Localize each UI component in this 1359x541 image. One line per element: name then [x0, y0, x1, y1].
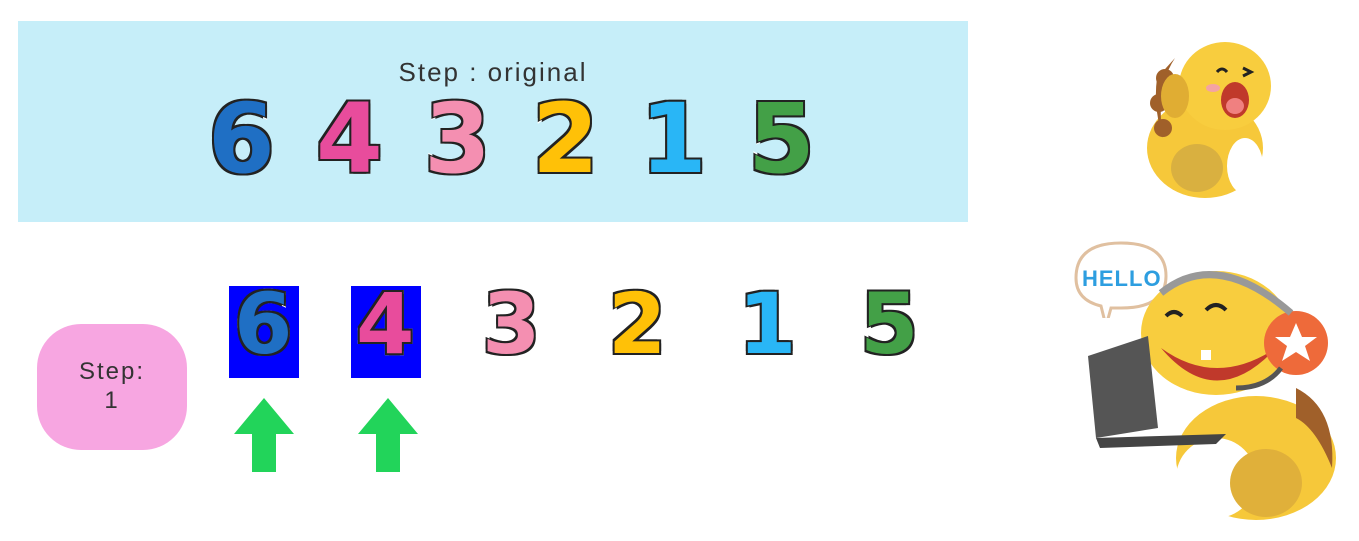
current-digits: 6 4 3 2 1 5 [210, 278, 930, 388]
original-digit-6: 5 [746, 83, 817, 195]
dinosaur-mascot-icon [1147, 42, 1271, 198]
speech-bubble-text: HELLO [1082, 266, 1162, 291]
current-digit-2: 4 [354, 275, 416, 373]
current-digit-4: 2 [606, 275, 668, 373]
original-digit-1: 6 [206, 83, 277, 195]
up-arrow-icon [358, 398, 418, 472]
speech-bubble-icon [1074, 241, 1168, 318]
step-label: Step: [78, 358, 146, 386]
dinosaur-headset-mascot: HELLO [1066, 238, 1346, 528]
dinosaur-body-icon [1088, 271, 1336, 520]
current-digit-5: 1 [736, 275, 798, 373]
step-badge: Step: 1 [37, 324, 187, 450]
current-digit-1: 6 [232, 275, 294, 373]
current-digit-6: 5 [858, 275, 920, 373]
highlight-box-2 [351, 286, 421, 378]
current-digit-3: 3 [480, 275, 542, 373]
original-title: Step : original [398, 57, 588, 87]
step-number: 1 [104, 387, 120, 414]
original-digit-4: 2 [530, 83, 601, 195]
up-arrow-icon [234, 398, 294, 472]
original-digit-2: 4 [314, 83, 385, 195]
original-digit-3: 3 [422, 83, 493, 195]
original-digits: 6 4 3 2 1 5 [188, 83, 828, 201]
highlight-box-1 [229, 286, 299, 378]
original-panel: Step : original 6 4 3 2 1 5 [18, 21, 968, 222]
original-digit-5: 1 [638, 83, 709, 195]
